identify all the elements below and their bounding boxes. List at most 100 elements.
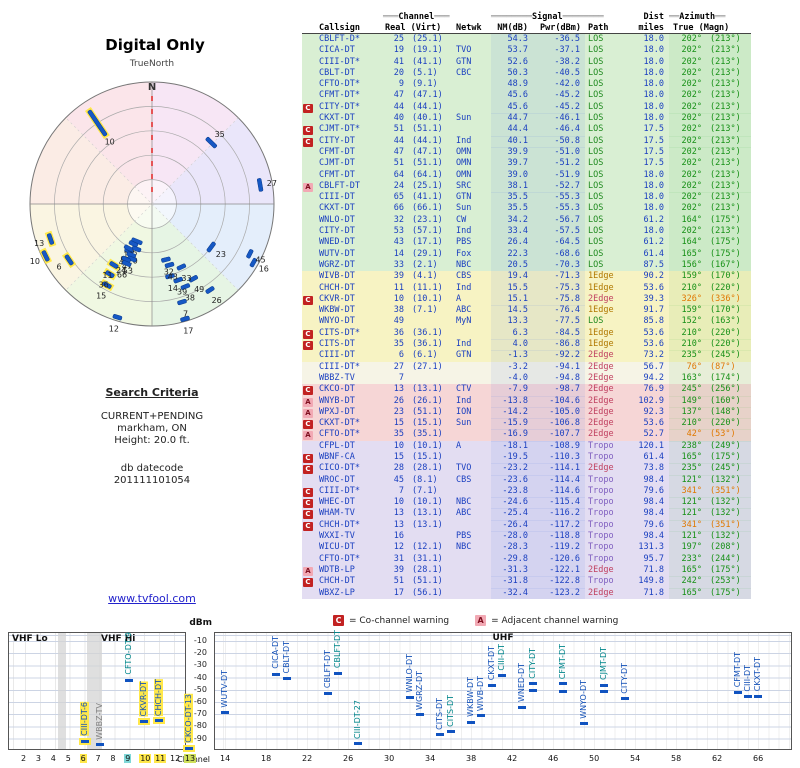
station-marker: [256, 178, 264, 192]
dbm-axis: -10-20-30-40-50-60-70-80-90: [186, 632, 210, 750]
marker-label: 36: [99, 280, 109, 289]
station-marker: [112, 314, 123, 321]
uhf-label: UHF: [492, 633, 514, 643]
signal-bar: [446, 730, 455, 734]
co-channel-warning-icon: C: [303, 103, 313, 113]
signal-bar: [600, 683, 609, 687]
signal-bar: [743, 694, 752, 698]
station-label: CITS-DT: [445, 695, 455, 727]
station-marker: [39, 247, 53, 265]
co-channel-warning-icon: C: [303, 341, 313, 351]
marker-label: 39: [177, 288, 187, 297]
polar-plot: N103527231645261749383914733433212153611…: [29, 81, 277, 336]
signal-bar: [733, 690, 742, 694]
marker-label: 32: [164, 267, 174, 276]
marker-label: 33: [181, 274, 191, 283]
station-label: CKXT-DT: [486, 645, 496, 681]
station-label: CJMT-DT: [599, 647, 609, 681]
vhf-gap-band: [58, 633, 66, 749]
search-criteria-panel: Search Criteria CURRENT+PENDING markham,…: [52, 386, 252, 487]
tvfool-link[interactable]: www.tvfool.com: [108, 592, 196, 605]
dbm-tick-label: -60: [193, 697, 207, 706]
marker-label: 27: [267, 179, 277, 188]
north-axis-tick: [151, 122, 153, 127]
signal-bar: [467, 720, 475, 724]
col-header-real-virt: Real (Virt): [385, 23, 442, 33]
station-label: WNED-DT: [517, 663, 527, 703]
marker-label: 14: [168, 284, 178, 293]
station-marker: [246, 249, 254, 259]
true-north-label: TrueNorth: [129, 59, 175, 69]
signal-bar: [487, 683, 496, 687]
col-header-netwk: Netwk: [456, 23, 482, 33]
channel-tick-label: 42: [507, 754, 518, 763]
marker-label: 11: [102, 271, 112, 280]
vhf-lo-label: VHF Lo: [12, 634, 48, 644]
signal-bar: [184, 746, 193, 750]
station-label: WNLO-DT: [404, 654, 414, 693]
station-marker: [180, 315, 190, 322]
marker-label: 53: [123, 266, 133, 275]
signal-chart: C = Co-channel warning A = Adjacent chan…: [0, 612, 800, 768]
station-label: WKBW-DT: [466, 677, 475, 718]
station-marker: [249, 258, 258, 268]
channel-tick-label: 10: [139, 754, 152, 763]
station-marker: [102, 267, 118, 281]
signal-bar: [620, 697, 629, 701]
channel-tick-label: 22: [302, 754, 313, 763]
station-label: WIVB-DT: [476, 675, 486, 711]
adjacent-channel-warning-icon: A: [303, 397, 313, 407]
adjacent-channel-warning-icon: A: [303, 182, 313, 192]
col-group-channel: ═══Channel═══: [383, 12, 450, 22]
compass-sector: [29, 204, 152, 291]
co-channel-warning-icon: C: [333, 615, 344, 626]
db-datecode: db datecode 201111101054: [52, 463, 252, 487]
signal-bar: [323, 691, 332, 695]
channel-tick-label: 8: [110, 754, 116, 763]
station-label: CBLFT-DT: [332, 630, 342, 669]
marker-label: 16: [259, 265, 269, 274]
signal-bar: [333, 671, 342, 675]
marker-label: 47: [122, 262, 132, 271]
marker-label: 49: [194, 285, 204, 294]
marker-label: 12: [109, 325, 119, 334]
station-label: CHCH-DT: [154, 678, 164, 716]
channel-tick-label: 9: [124, 754, 132, 763]
marker-label: 13: [34, 239, 44, 248]
marker-label: 17: [183, 327, 193, 336]
station-label: CIII-DT-27: [353, 699, 363, 739]
station-marker: [123, 244, 134, 252]
db-datecode-value: 201111101054: [113, 475, 191, 486]
station-label: CIII-DT: [742, 664, 752, 692]
co-channel-warning-icon: C: [303, 137, 313, 147]
channel-tick-label: 38: [466, 754, 477, 763]
table-header-groups: ═══Channel═══ ════════Signal════════ Dis…: [302, 12, 751, 23]
channel-tick-label: 14: [220, 754, 231, 763]
dbm-tick-label: -80: [193, 721, 207, 731]
channel-tick-label: 13: [183, 754, 197, 763]
north-label: N: [148, 82, 156, 93]
dbm-tick-label: -20: [193, 648, 207, 658]
north-axis-tick: [151, 148, 153, 153]
station-label: CFMT-DT: [558, 643, 568, 679]
dbm-tick-label: -30: [193, 660, 207, 670]
station-label: CITY-DT: [619, 663, 629, 694]
db-datecode-label: db datecode: [120, 463, 184, 474]
channel-tick-label: 5: [65, 754, 71, 763]
